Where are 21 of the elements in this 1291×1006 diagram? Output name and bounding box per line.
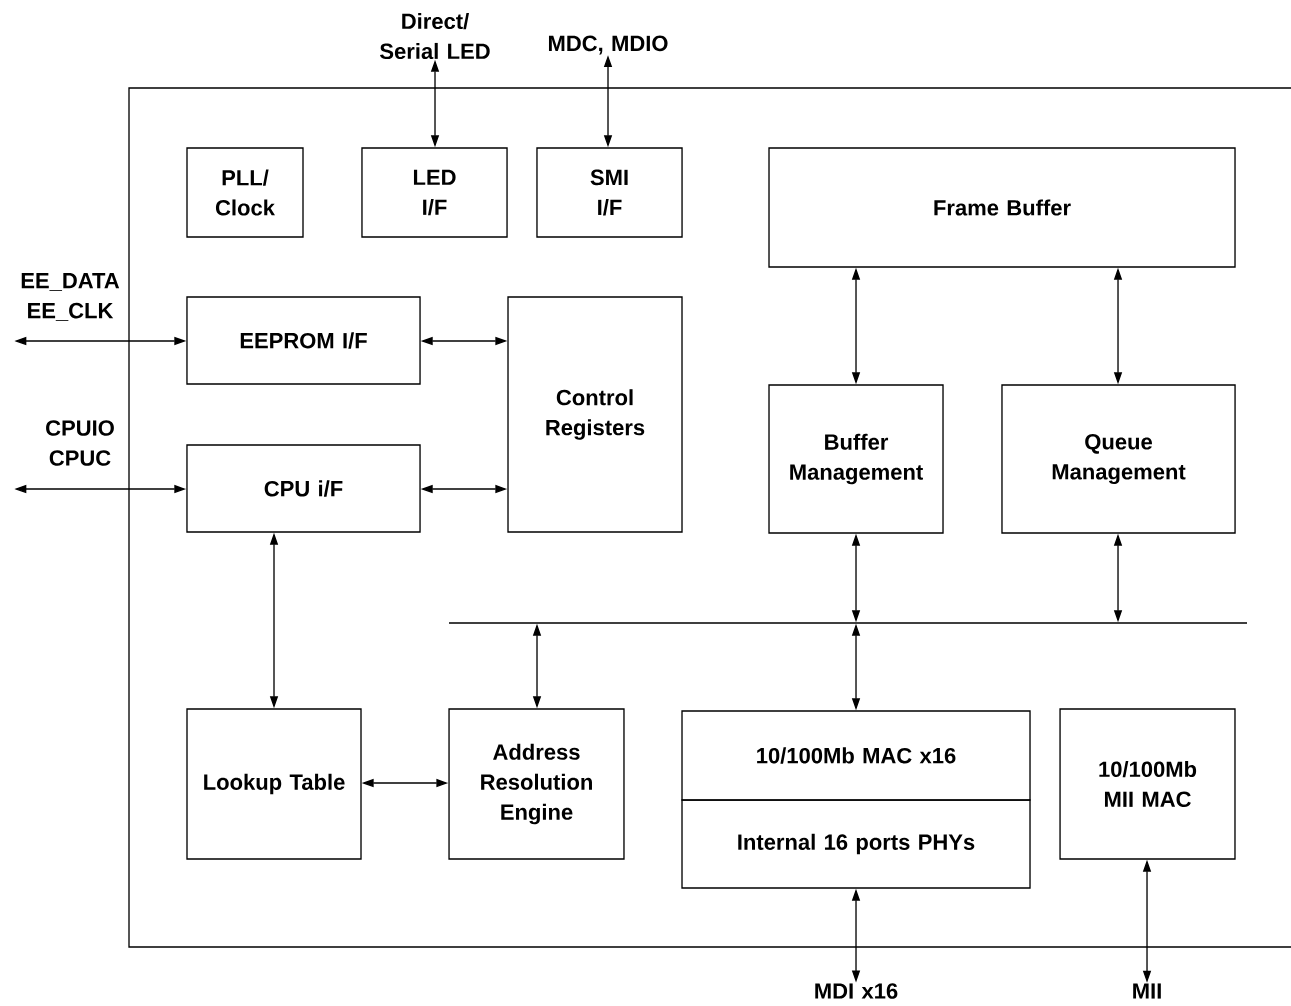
block-box: Internal 16 ports PHYs — [681, 799, 1031, 889]
signal-label: CPUIO CPUC — [46, 420, 114, 466]
block-box: 10/100Mb MII MAC — [1059, 708, 1236, 860]
block-box: EEPROM I/F — [186, 296, 421, 385]
block-box: Address Resolution Engine — [448, 708, 625, 860]
signal-label: MDI x16 — [815, 983, 898, 999]
block-box: Lookup Table — [186, 708, 362, 860]
signal-label: EE_DATA EE_CLK — [21, 273, 120, 321]
block-box: SMI I/F — [536, 147, 683, 238]
block-box: Frame Buffer — [768, 147, 1236, 268]
signal-label: MII — [1133, 983, 1161, 999]
signal-label: MDC, MDIO — [549, 35, 668, 55]
block-box: Queue Management — [1001, 384, 1236, 534]
block-box: Buffer Management — [768, 384, 944, 534]
block-box: CPU i/F — [186, 444, 421, 533]
block-box: LED I/F — [361, 147, 508, 238]
block-box: Control Registers — [507, 296, 683, 533]
block-box: 10/100Mb MAC x16 — [681, 710, 1031, 801]
block-box: PLL/ Clock — [186, 147, 304, 238]
signal-label: Direct/ Serial LED — [380, 12, 490, 60]
bus-line — [448, 622, 1248, 624]
